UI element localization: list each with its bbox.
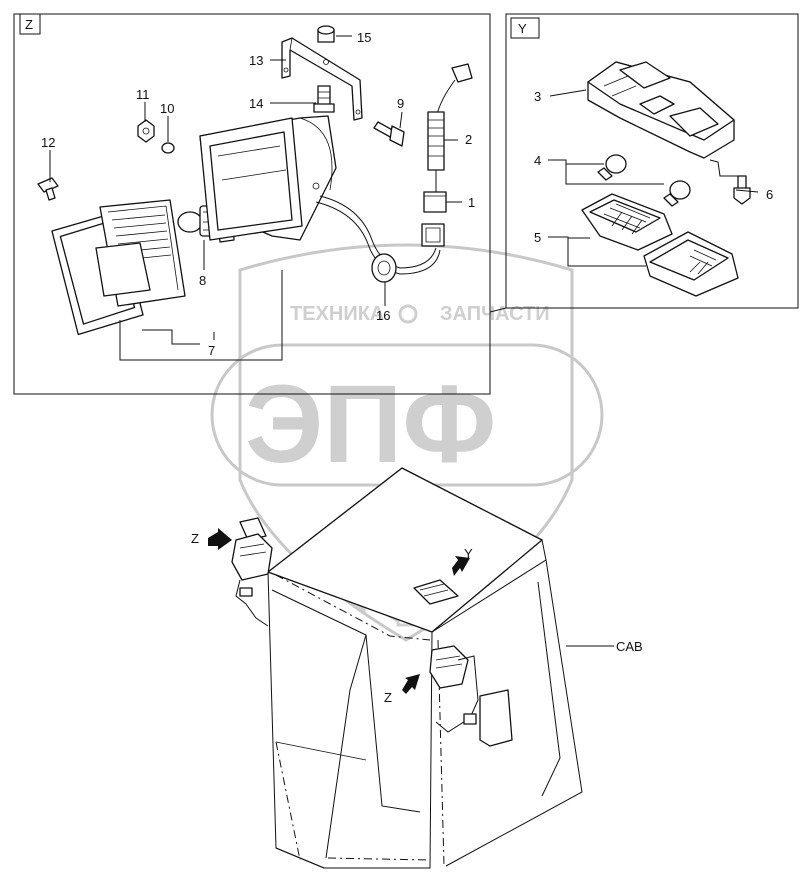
callout-12: 12 — [41, 135, 55, 150]
callout-11: 11 — [136, 87, 150, 102]
nut-11 — [137, 119, 155, 143]
bulb-4a — [597, 154, 627, 181]
leader-lines-z — [49, 35, 462, 361]
watermark-text-left: ТЕХНИКА — [290, 303, 384, 325]
callout-2: 2 — [465, 132, 472, 147]
screw-6 — [733, 175, 751, 205]
cab-work-lamp-right — [429, 645, 513, 747]
callout-16: 16 — [376, 308, 390, 323]
bolt-14 — [313, 85, 335, 113]
bracket-13 — [281, 37, 363, 121]
callout-1: 1 — [468, 195, 475, 210]
callout-3: 3 — [534, 89, 541, 104]
leader-lines-y — [548, 89, 759, 267]
lens-cover-5a — [581, 193, 673, 251]
washer-10 — [161, 142, 175, 154]
callout-13: 13 — [249, 53, 263, 68]
view-y-detail: Y — [505, 13, 799, 309]
cab-label: CAB — [616, 639, 643, 654]
cab-work-lamp-left — [231, 517, 273, 627]
callout-9: 9 — [397, 96, 404, 111]
view-z-label: Z — [25, 17, 33, 32]
connector-1 — [423, 191, 447, 213]
grommet-16 — [371, 253, 397, 283]
watermark-big-text: ЭПФ — [245, 363, 496, 486]
cap-15 — [317, 25, 335, 43]
callout-15: 15 — [357, 30, 371, 45]
bolt-9 — [373, 121, 405, 147]
callout-7: 7 — [208, 343, 215, 358]
callout-10: 10 — [160, 101, 174, 116]
view-z-detail: Z — [13, 13, 491, 395]
arrow-z-left-icon — [208, 528, 232, 550]
cab-overview: Z Z Y CAB — [191, 467, 643, 869]
cab-arrow-z-left-label: Z — [191, 531, 199, 546]
watermark-gear-icon — [398, 304, 418, 324]
lamp-lens-frame — [51, 199, 186, 336]
lamp-housing — [199, 115, 337, 241]
lens-cover-5b — [643, 231, 739, 297]
dome-lamp-housing-3 — [587, 61, 735, 159]
view-y-label: Y — [518, 21, 527, 36]
callout-4: 4 — [534, 153, 541, 168]
cab-arrow-z-mid-label: Z — [384, 690, 392, 705]
cab-dome-lamp — [413, 579, 459, 605]
arrow-y-icon — [452, 556, 470, 576]
watermark-text-right: ЗАПЧАСТИ — [440, 303, 550, 325]
callout-6: 6 — [766, 187, 773, 202]
wiring-2 — [427, 63, 473, 192]
callout-5: 5 — [534, 230, 541, 245]
view-z-tag — [19, 13, 41, 35]
callout-14: 14 — [249, 96, 263, 111]
bulb-4b — [663, 180, 691, 207]
screw-12 — [37, 177, 59, 201]
callout-8: 8 — [199, 273, 206, 288]
view-y-tag — [510, 17, 540, 39]
view-connector-lines — [489, 307, 507, 394]
arrow-z-mid-icon — [402, 674, 420, 694]
cab-arrow-y-label: Y — [464, 546, 473, 561]
